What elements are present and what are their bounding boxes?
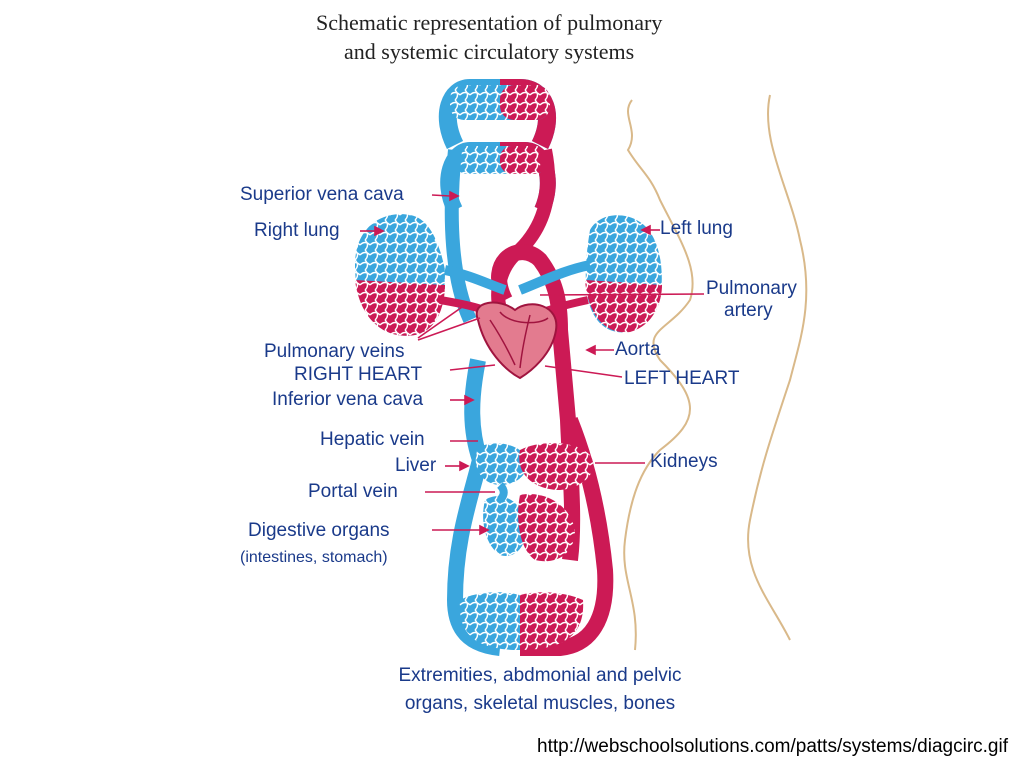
caption-line-1: Extremities, abdmonial and pelvic	[398, 665, 682, 686]
superior-vena-cava-vessel	[444, 149, 477, 323]
heart-shape	[475, 301, 558, 380]
label-digestive-detail: (intestines, stomach)	[240, 549, 388, 566]
diagram-title: Schematic representation of pulmonary an…	[300, 8, 760, 66]
head-capillary-red	[500, 85, 550, 120]
label-left-heart: LEFT HEART	[624, 368, 740, 389]
neck-capillary-red	[500, 146, 547, 174]
label-pulmonary-artery-line-1: Pulmonary	[706, 278, 797, 299]
right-lung-red	[355, 280, 445, 336]
pulmonary-artery-right	[443, 265, 507, 295]
left-lung-red	[585, 280, 662, 333]
body-outline-front	[623, 99, 694, 651]
label-pulmonary-veins: Pulmonary veins	[264, 341, 405, 362]
digestive-bed-blue	[483, 496, 526, 556]
kidney-bed	[519, 443, 594, 490]
aortic-arch	[491, 244, 581, 561]
label-pulmonary-artery-line-2: artery	[724, 300, 773, 321]
label-digestive-organs: Digestive organs	[248, 520, 390, 541]
digestive-bed-red	[518, 494, 575, 562]
label-superior-vena-cava: Superior vena cava	[240, 184, 404, 205]
inferior-vena-cava-vessel	[446, 358, 502, 656]
label-aorta: Aorta	[615, 339, 661, 360]
source-url: http://webschoolsolutions.com/patts/syst…	[537, 736, 1008, 757]
title-line-1: Schematic representation of pulmonary	[316, 10, 663, 35]
liver-bed	[475, 443, 528, 485]
heart-detail	[489, 311, 549, 369]
label-inferior-vena-cava: Inferior vena cava	[272, 389, 424, 410]
portal-vein-vessel	[497, 482, 508, 503]
label-hepatic-vein: Hepatic vein	[320, 429, 425, 450]
title-line-2: and systemic circulatory systems	[344, 39, 635, 64]
lower-body-bed-blue	[459, 592, 520, 650]
extremities-caption: Extremities, abdmonial and pelvic organs…	[320, 662, 760, 718]
caption-line-2: organs, skeletal muscles, bones	[404, 693, 676, 714]
label-kidneys: Kidneys	[650, 451, 718, 472]
label-portal-vein: Portal vein	[308, 481, 398, 502]
label-right-lung: Right lung	[254, 220, 340, 241]
label-right-heart: RIGHT HEART	[294, 364, 423, 385]
label-left-lung: Left lung	[660, 218, 733, 239]
pulmonary-artery-left	[518, 260, 592, 295]
body-outline-back	[747, 94, 808, 641]
lower-body-bed-red	[520, 592, 584, 650]
label-liver: Liver	[395, 455, 437, 476]
